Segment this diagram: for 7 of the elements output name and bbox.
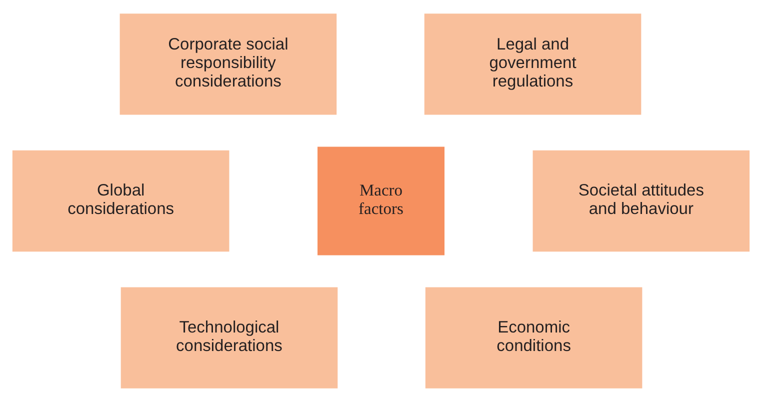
node-box: Global considerations (12, 150, 230, 252)
node-box: Corporate social responsibility considerations (120, 13, 337, 114)
node-box: Economic conditions (425, 286, 642, 388)
node-box: Technological considerations (120, 286, 338, 388)
node-box: Legal and government regulations (424, 13, 642, 114)
node-box: Macro factors (318, 146, 444, 255)
node-box: Societal attitudes and behaviour (532, 150, 750, 252)
